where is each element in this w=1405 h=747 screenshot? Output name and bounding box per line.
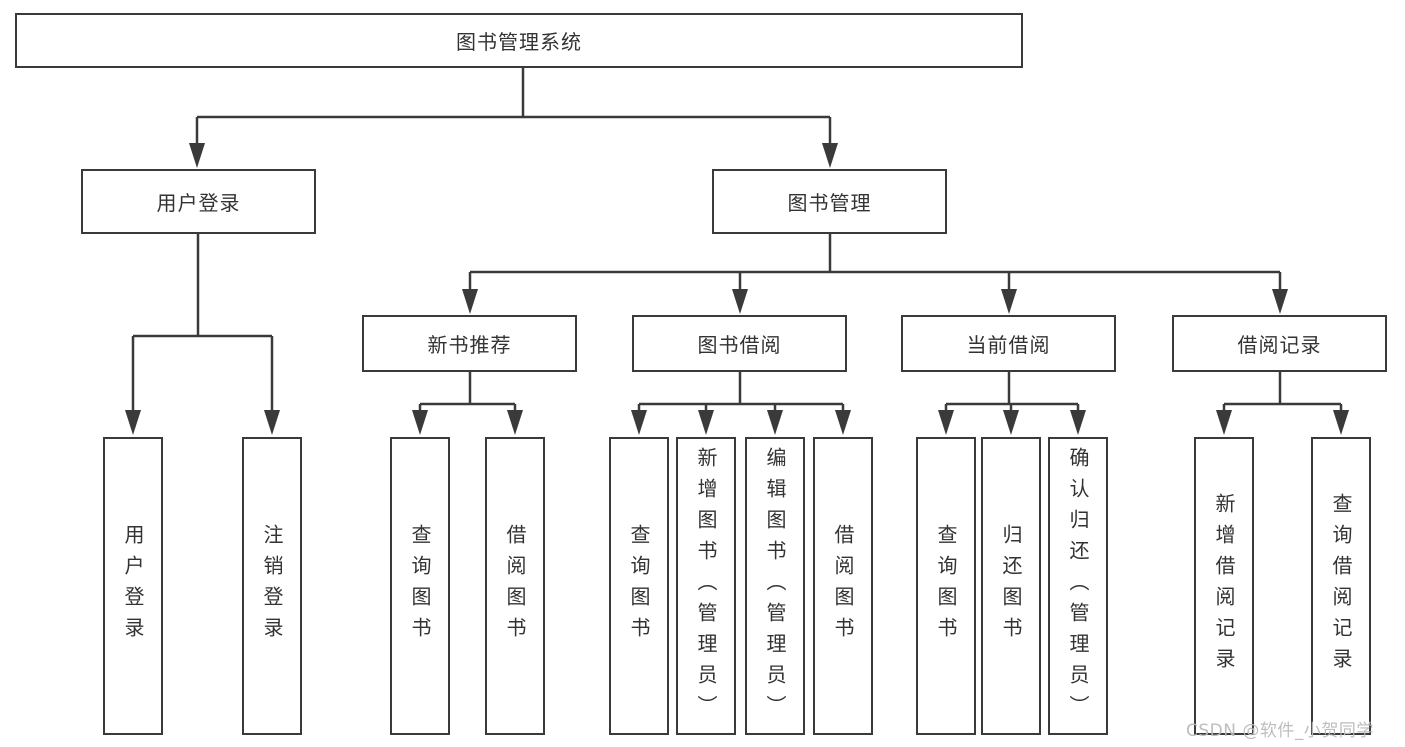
node-user-login-module: 用户登录 — [81, 169, 316, 234]
node-leaf-query-borrow-record: 查询借阅记录 — [1311, 437, 1371, 735]
node-leaf-confirm-return-admin: 确认归还（管理员） — [1048, 437, 1108, 735]
node-leaf-query-books-current: 查询图书 — [916, 437, 976, 735]
node-leaf-user-login: 用户登录 — [103, 437, 163, 735]
node-book-management-module: 图书管理 — [712, 169, 947, 234]
node-leaf-add-book-admin: 新增图书（管理员） — [676, 437, 736, 735]
node-leaf-borrow-books: 借阅图书 — [813, 437, 873, 735]
node-leaf-edit-book-admin: 编辑图书（管理员） — [745, 437, 805, 735]
csdn-watermark: CSDN @软件_小贺同学 — [1186, 721, 1374, 741]
node-current-borrow: 当前借阅 — [901, 315, 1116, 372]
node-borrow-records: 借阅记录 — [1172, 315, 1387, 372]
node-new-book-recommend: 新书推荐 — [362, 315, 577, 372]
node-leaf-borrow-books-recommend: 借阅图书 — [485, 437, 545, 735]
node-leaf-query-books-recommend: 查询图书 — [390, 437, 450, 735]
arrowhead-icons — [125, 143, 1349, 435]
node-leaf-query-books-borrow: 查询图书 — [609, 437, 669, 735]
node-leaf-logout: 注销登录 — [242, 437, 302, 735]
node-book-borrow: 图书借阅 — [632, 315, 847, 372]
node-leaf-add-borrow-record: 新增借阅记录 — [1194, 437, 1254, 735]
node-root-library-system: 图书管理系统 — [15, 13, 1023, 68]
node-leaf-return-book: 归还图书 — [981, 437, 1041, 735]
